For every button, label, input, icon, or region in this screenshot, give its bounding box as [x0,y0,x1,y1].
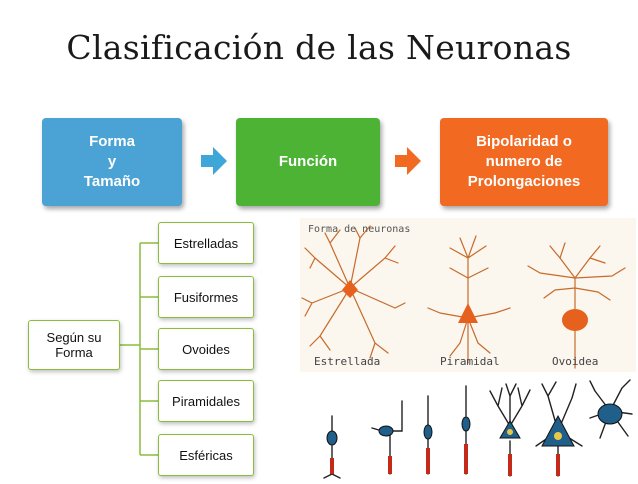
tree-child-ovoides: Ovoides [158,328,254,370]
illustration-label-ovoidea: Ovoidea [552,355,599,368]
page-title: Clasificación de las Neuronas [66,28,572,67]
illustration-header: Forma de neuronas [308,224,411,235]
neuron-types-drawings [323,379,633,479]
process-step-bipolaridad: Bipolaridad o numero de Prolongaciones [440,118,608,206]
arrow-right-icon [201,147,227,175]
tree-child-piramidales: Piramidales [158,380,254,422]
process-step-funcion: Función [236,118,380,206]
process-step-forma-tamano: Forma y Tamaño [42,118,182,206]
arrow-right-icon [395,147,421,175]
tree-root-segun-su-forma: Según su Forma [28,320,120,370]
tree-child-fusiformes: Fusiformes [158,276,254,318]
illustration-label-estrellada: Estrellada [314,355,381,368]
neuron-shapes-illustration: Forma de neuronas Estrellada Piramidal O… [300,218,636,372]
neuron-drawings [301,225,626,369]
illustration-label-piramidal: Piramidal [440,355,500,368]
tree-child-estrelladas: Estrelladas [158,222,254,264]
tree-child-esfericas: Esféricas [158,434,254,476]
neuron-types-illustration [310,376,638,479]
